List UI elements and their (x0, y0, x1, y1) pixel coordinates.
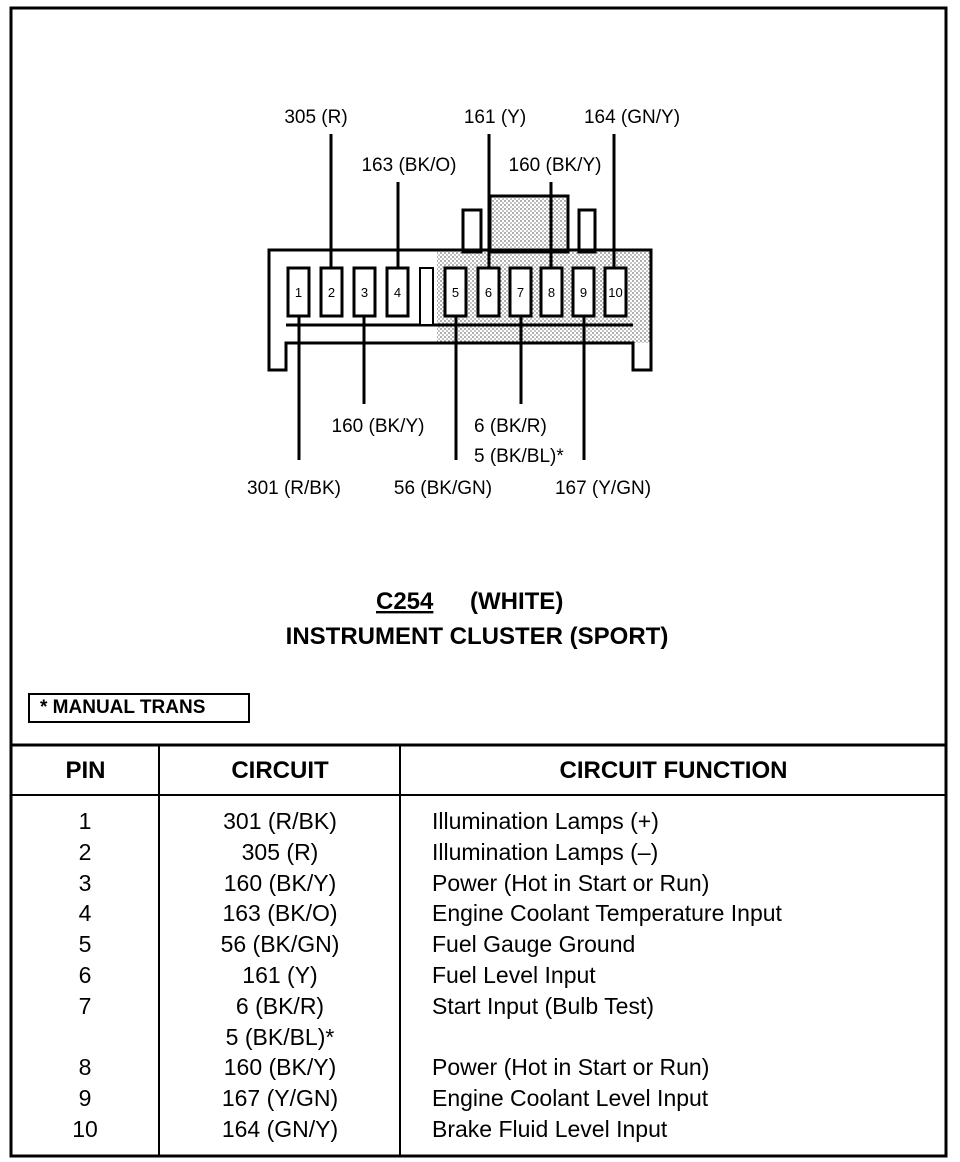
table-row: 6 161 (Y) Fuel Level Input (12, 960, 945, 990)
circuit-cell: 161 (Y) (242, 962, 318, 988)
outer-border (9, 6, 948, 1158)
circuit-cell: 164 (GN/Y) (221, 1116, 339, 1142)
pin-cell: 2 (78, 838, 92, 865)
connector-color: (WHITE) (470, 588, 563, 615)
table-row: 9 167 (Y/GN) Engine Coolant Level Input (12, 1083, 945, 1113)
circuit-cell: 5 (BK/BL)* (225, 1023, 335, 1050)
table-row: 8 160 (BK/Y) Power (Hot in Start or Run) (12, 1052, 945, 1082)
pin-3-number: 3 (361, 285, 368, 300)
pin-cell: 7 (78, 992, 92, 1019)
pin-table: PIN CIRCUIT CIRCUIT FUNCTION 1 301 (R/BK)… (12, 744, 945, 1156)
function-cell: Start Input (Bulb Test) (432, 992, 655, 1019)
table-row: 10 164 (GN/Y) Brake Fluid Level Input (12, 1114, 945, 1144)
wire-label-164: 164 (GN/Y) (584, 107, 680, 128)
header-pin: PIN (65, 757, 106, 784)
pin-cell: 6 (78, 962, 92, 988)
circuit-cell: 301 (R/BK) (223, 808, 337, 834)
connector-pins: 1 2 3 4 5 6 7 8 9 10 (286, 266, 628, 318)
wire-label-301: 301 (R/BK) (247, 478, 341, 499)
pin-cell: 3 (78, 869, 92, 896)
function-cell: Brake Fluid Level Input (432, 1116, 668, 1142)
function-cell: Engine Coolant Level Input (432, 1085, 709, 1112)
wires (297, 134, 616, 460)
function-cell: Illumination Lamps (–) (432, 838, 659, 865)
circuit-cell: 6 (BK/R) (235, 992, 325, 1019)
pin-cell: 8 (78, 1054, 92, 1081)
wire-label-305: 305 (R) (284, 107, 347, 128)
table-row: 2 305 (R) Illumination Lamps (–) (12, 837, 945, 867)
circuit-cell: 305 (R) (241, 838, 319, 865)
circuit-cell: 163 (BK/O) (222, 900, 338, 927)
function-cell: Engine Coolant Temperature Input (432, 900, 782, 927)
table-row: 4 163 (BK/O) Engine Coolant Temperature In… (12, 898, 945, 928)
pin-4-number: 4 (394, 285, 401, 300)
pin-cell: 9 (78, 1085, 92, 1112)
pin-7-number: 7 (517, 285, 524, 300)
wire-label-161: 161 (Y) (464, 107, 526, 128)
circuit-cell: 56 (BK/GN) (220, 931, 340, 958)
circuit-cell: 167 (Y/GN) (221, 1085, 339, 1112)
wire-label-163: 163 (BK/O) (361, 155, 456, 176)
connector-housing (267, 194, 653, 372)
wire-label-56: 56 (BK/GN) (394, 478, 492, 499)
pin-9-number: 9 (580, 285, 587, 300)
pin-cell: 10 (72, 1116, 98, 1142)
table-row: 3 160 (BK/Y) Power (Hot in Start or Run) (12, 868, 945, 898)
pin-2-number: 2 (328, 285, 335, 300)
wire-label-167: 167 (Y/GN) (555, 478, 651, 499)
wire-label-5: 5 (BK/BL)* (474, 446, 564, 467)
wire-label-160-bottom: 160 (BK/Y) (332, 416, 425, 437)
pin-cell: 5 (78, 931, 92, 958)
pin-6-number: 6 (485, 285, 492, 300)
pin-5-number: 5 (452, 285, 459, 300)
function-cell: Illumination Lamps (+) (432, 808, 659, 834)
table-row: 5 (BK/BL)* (12, 1022, 945, 1052)
pin-cell: 4 (78, 900, 92, 927)
pin-1-number: 1 (295, 285, 302, 300)
circuit-cell: 160 (BK/Y) (223, 869, 337, 896)
function-cell: Power (Hot in Start or Run) (432, 1054, 710, 1081)
pin-8-number: 8 (548, 285, 555, 300)
connector-code: C254 (376, 588, 434, 615)
wire-label-6: 6 (BK/R) (474, 416, 547, 437)
pin-10-number: 10 (608, 285, 622, 300)
table-row: 5 56 (BK/GN) Fuel Gauge Ground (12, 929, 945, 959)
function-cell: Fuel Gauge Ground (432, 931, 636, 958)
function-cell: Power (Hot in Start or Run) (432, 869, 710, 896)
wire-label-160-top: 160 (BK/Y) (509, 155, 602, 176)
header-circuit: CIRCUIT (231, 757, 329, 784)
table-row: 1 301 (R/BK) Illumination Lamps (+) (12, 806, 945, 836)
header-circuit-function: CIRCUIT FUNCTION (559, 757, 788, 784)
pin-cell: 1 (78, 808, 92, 834)
function-cell: Fuel Level Input (432, 962, 596, 988)
table-row: 7 6 (BK/R) Start Input (Bulb Test) (12, 991, 945, 1021)
connector-name: INSTRUMENT CLUSTER (SPORT) (286, 623, 669, 650)
manual-trans-note: * MANUAL TRANS (28, 693, 250, 723)
table-grid (11, 743, 946, 1156)
circuit-cell: 160 (BK/Y) (223, 1054, 337, 1081)
